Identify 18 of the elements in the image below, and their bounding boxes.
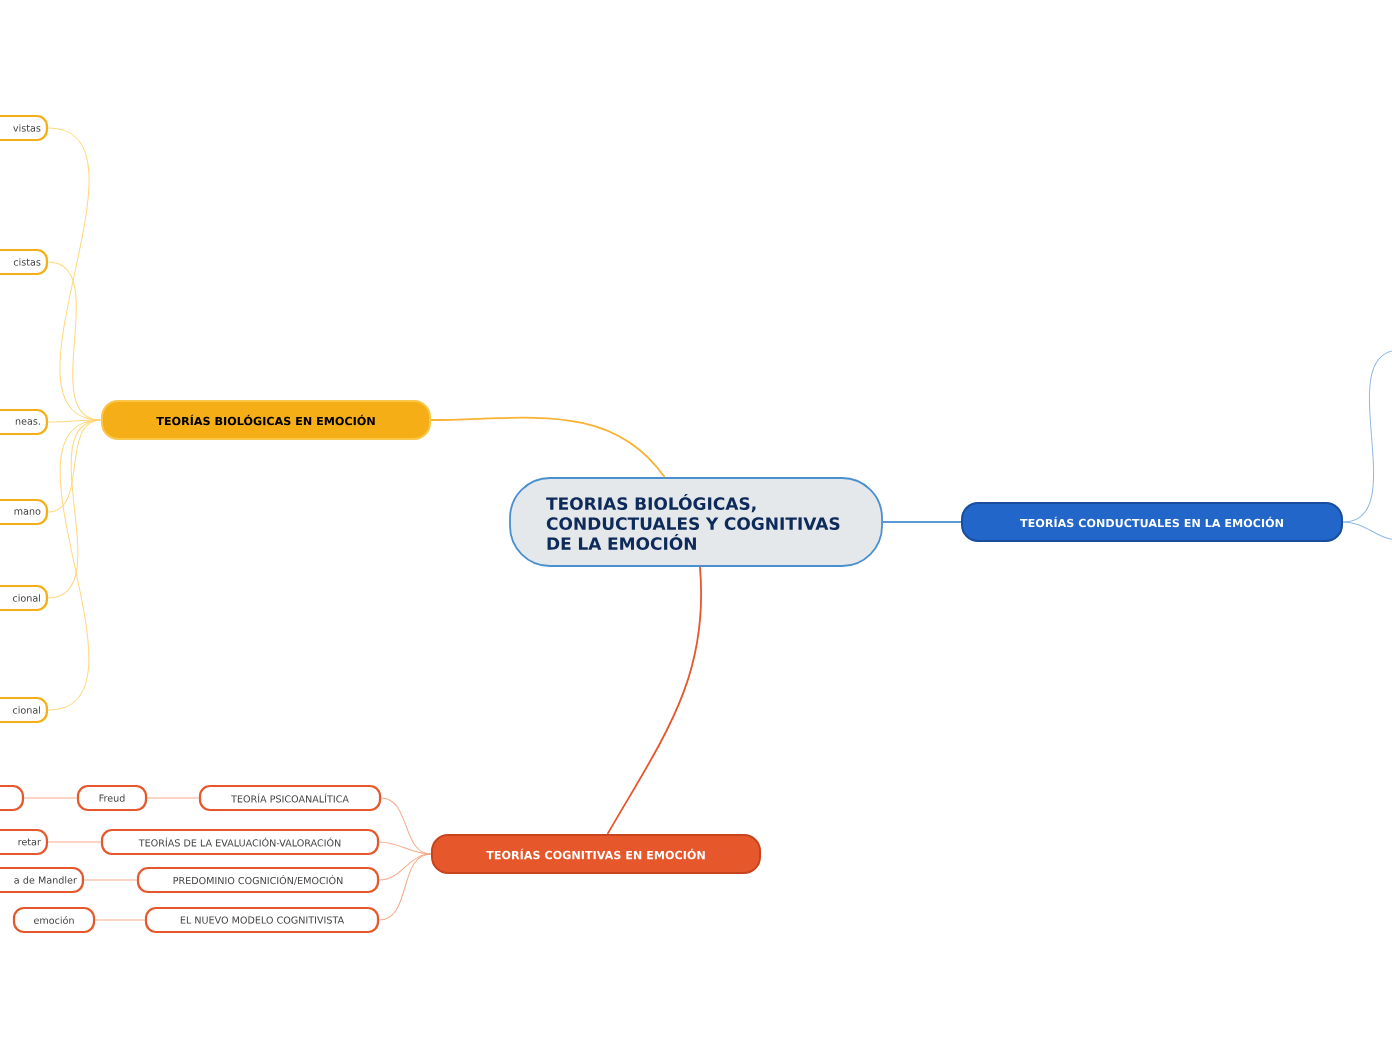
connector-line xyxy=(378,853,432,921)
central-topic: TEORIAS BIOLÓGICAS, CONDUCTUALES Y COGNITIVAS DE LA EMOCIÓN xyxy=(509,477,883,567)
connector-line xyxy=(380,797,432,855)
connector-line xyxy=(23,797,78,799)
empty-box xyxy=(0,784,24,812)
connector-line xyxy=(83,879,138,881)
connector-line xyxy=(378,853,432,881)
connector-line xyxy=(47,419,102,711)
connector-line xyxy=(430,416,666,478)
connector-line xyxy=(47,419,102,423)
connector-line xyxy=(94,919,146,921)
connector-line xyxy=(882,521,962,523)
connector-line xyxy=(606,566,703,835)
connector-line xyxy=(146,797,200,799)
connector-line xyxy=(1342,521,1392,541)
connector-line xyxy=(47,841,102,843)
connector-line xyxy=(1342,349,1392,523)
connector-line xyxy=(378,841,432,855)
